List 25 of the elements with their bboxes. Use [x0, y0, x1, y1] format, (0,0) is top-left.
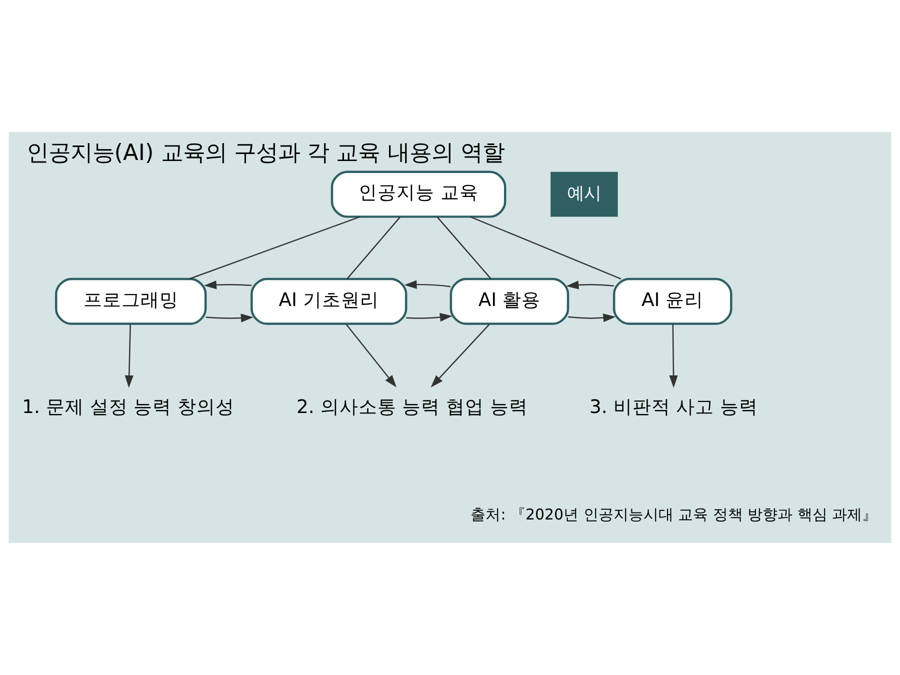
node-text: 3. 비판적 사고 능력: [590, 396, 758, 418]
arrow: [124, 324, 134, 388]
label: 출처: 『2020년 인공지능시대 교육 정책 방향과 핵심 과제』: [470, 505, 878, 524]
arrow: [568, 313, 616, 322]
label: 예시: [567, 184, 602, 204]
arrow: [204, 280, 252, 290]
connector: [470, 216, 622, 280]
arrow: [206, 314, 254, 322]
arrow: [566, 280, 614, 290]
arrow: [346, 324, 396, 388]
node-text: 2. 의사소통 능력 협업 능력: [296, 396, 528, 418]
arrow: [430, 324, 490, 388]
diagram-title: 인공지능(AI) 교육의 구성과 각 교육 내용의 역할: [26, 140, 504, 166]
connector: [189, 216, 360, 280]
node-box: 프로그래밍: [55, 278, 207, 325]
arrow: [406, 312, 452, 322]
node-box: AI 기초원리: [250, 278, 408, 325]
node-box: AI 활용: [450, 278, 570, 325]
arrow: [404, 280, 451, 289]
node-box: AI 윤리: [612, 278, 732, 325]
node-text: 1. 문제 설정 능력 창의성: [22, 396, 235, 418]
connector: [346, 216, 400, 280]
arrow: [669, 324, 678, 388]
connector: [436, 216, 492, 280]
node-box: 인공지능 교육: [330, 170, 506, 218]
